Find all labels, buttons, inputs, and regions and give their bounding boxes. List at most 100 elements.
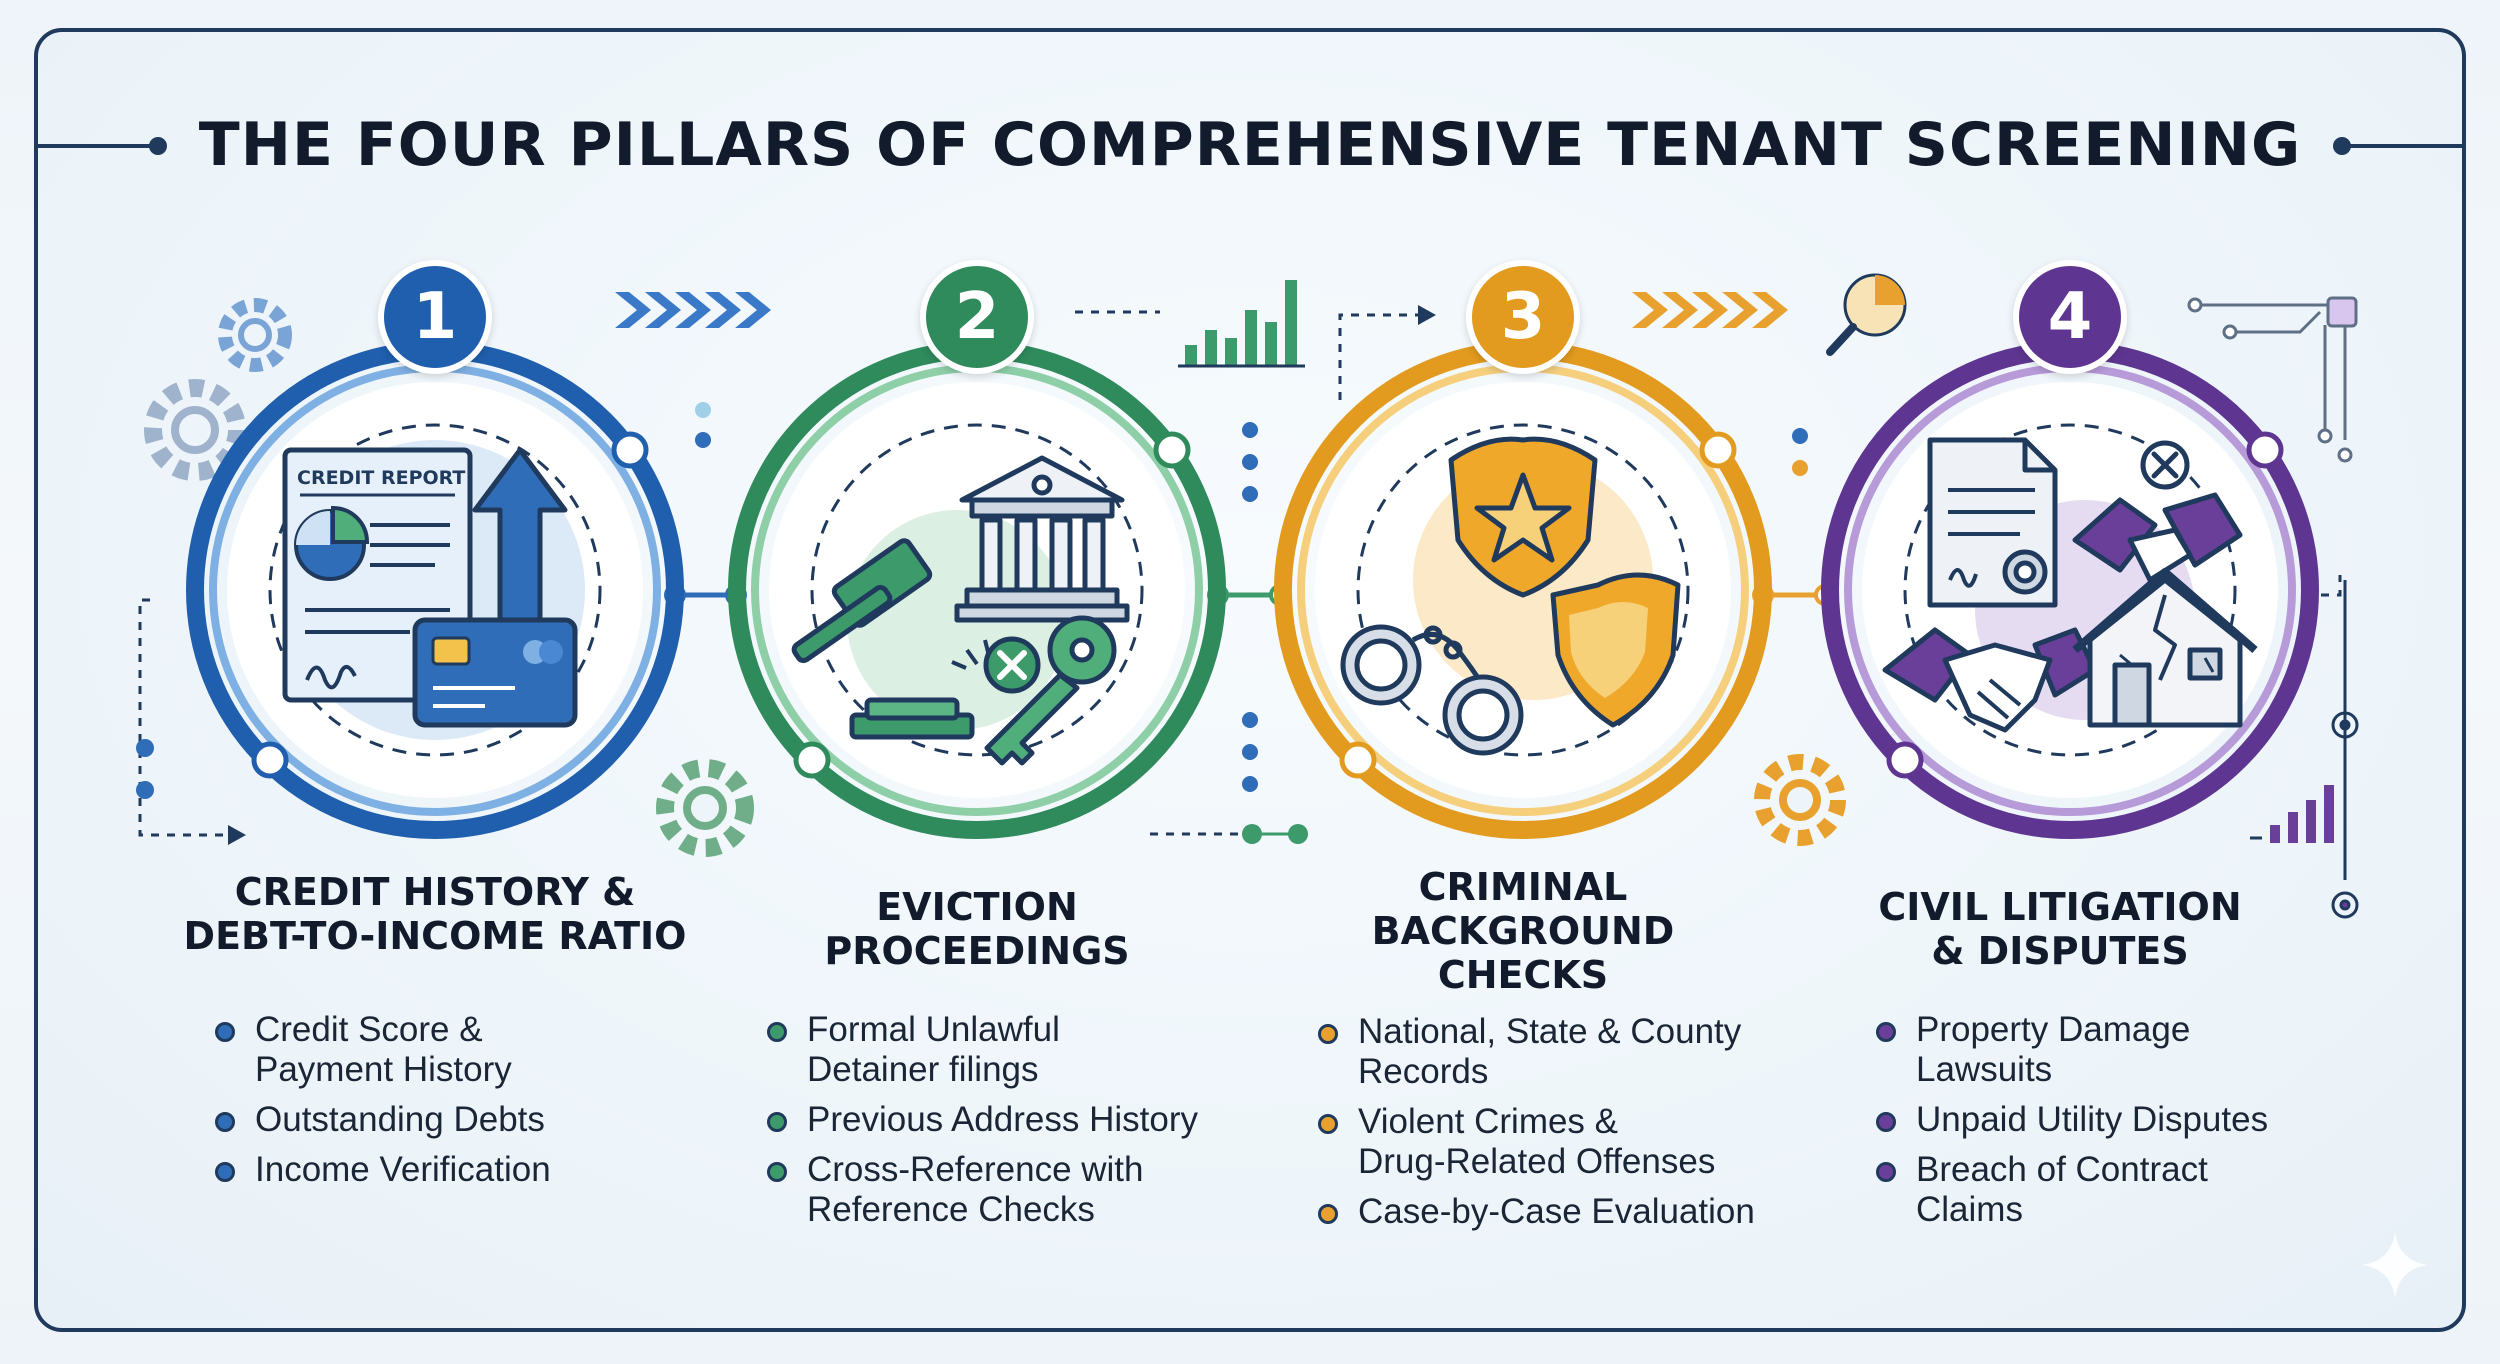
chart-bars-icon (2250, 785, 2334, 843)
list-item-line: Claims (1916, 1190, 2023, 1229)
gear-icon (1754, 754, 1846, 846)
bullet-dot (767, 1112, 787, 1132)
bullet-dot (767, 1162, 787, 1182)
bullet-dot (215, 1112, 235, 1132)
title-rule-dot-left (149, 137, 167, 155)
pillar-title-line: CHECKS (1437, 953, 1609, 997)
list-item-line: Outstanding Debts (255, 1100, 545, 1139)
bullet-dot (1876, 1022, 1896, 1042)
gavel-icon (791, 538, 991, 740)
contract-document-icon (1927, 437, 2058, 608)
bullet-dot (1876, 1112, 1896, 1132)
ring-4 (1820, 340, 2320, 840)
title-rule-left (34, 144, 154, 148)
gear-icon (656, 759, 754, 857)
pillar-title-line: EVICTION (876, 885, 1078, 929)
handshake-icon (1882, 627, 2098, 733)
ring-1: CREDIT REPORT (185, 340, 685, 840)
pillar-3: 3 CRIMINAL BACKGROUND CHECKS National, S… (1253, 260, 1793, 1300)
list-item: Case-by-Case Evaluation (1318, 1192, 1878, 1232)
magnifier-pie-icon (1826, 273, 1907, 356)
list-item-line: Records (1358, 1052, 1489, 1091)
list-item-line: Income Verification (255, 1150, 551, 1189)
pillar-title: EVICTION PROCEEDINGS (677, 885, 1277, 973)
list-item: Credit Score &Payment History (215, 1010, 775, 1090)
list-item-line: Violent Crimes & (1358, 1102, 1619, 1141)
pie-chart-icon (294, 505, 370, 581)
list-item-line: Unpaid Utility Disputes (1916, 1100, 2269, 1139)
list-item: Unpaid Utility Disputes (1876, 1100, 2296, 1140)
gear-icon (144, 379, 246, 481)
list-item: Outstanding Debts (215, 1100, 775, 1140)
list-item-line: Payment History (255, 1050, 512, 1089)
ring-2 (727, 340, 1227, 840)
pillar-number-badge: 4 (2013, 260, 2127, 374)
pillar-title-line: CREDIT HISTORY & (234, 870, 636, 914)
credit-report-label: CREDIT REPORT (297, 467, 465, 489)
list-item: Violent Crimes &Drug-Related Offenses (1318, 1102, 1878, 1182)
bullet-dot (767, 1022, 787, 1042)
title-rule-right (2346, 144, 2466, 148)
list-item-line: Cross-Reference with (807, 1150, 1144, 1189)
bullet-dot (1318, 1204, 1338, 1224)
title-row: THE FOUR PILLARS OF COMPREHENSIVE TENANT… (34, 100, 2466, 190)
ring-3 (1273, 340, 1773, 840)
pillar-title: CIVIL LITIGATION & DISPUTES (1760, 885, 2360, 973)
pillar-title-line: CRIMINAL (1418, 865, 1628, 909)
list-item: Income Verification (215, 1150, 775, 1190)
list-item-line: Case-by-Case Evaluation (1358, 1192, 1755, 1231)
pillar-number-badge: 1 (378, 260, 492, 374)
list-item: Previous Address History (767, 1100, 1327, 1140)
list-item-line: Detainer filings (807, 1050, 1039, 1089)
broken-handshake-icon (2072, 440, 2243, 583)
circuit-lines-icon (2187, 296, 2358, 463)
chevrons-icon (1632, 292, 1788, 328)
bullet-dot (1318, 1114, 1338, 1134)
bullet-dot (215, 1162, 235, 1182)
page-title: THE FOUR PILLARS OF COMPREHENSIVE TENANT… (198, 110, 2302, 180)
up-arrow-icon (472, 447, 568, 623)
bullet-dot (215, 1022, 235, 1042)
list-item-line: Property Damage (1916, 1010, 2191, 1049)
pillar-4: 4 CIVIL LITIGATION & DISPUTES Property D… (1800, 260, 2340, 1300)
key-icon (984, 615, 1117, 766)
pillar-title: CREDIT HISTORY & DEBT-TO-INCOME RATIO (135, 870, 735, 958)
pillar-number-badge: 3 (1466, 260, 1580, 374)
pillar-title-line: CIVIL LITIGATION (1878, 885, 2242, 929)
list-item-line: Drug-Related Offenses (1358, 1142, 1716, 1181)
gear-icon (218, 298, 292, 372)
pillar-title: CRIMINAL BACKGROUND CHECKS (1223, 865, 1823, 997)
bar-chart-icon (1178, 280, 1305, 368)
courthouse-icon (954, 455, 1130, 623)
pillar-1: CREDIT REPORT (165, 260, 705, 1300)
list-item-line: Formal Unlawful (807, 1010, 1060, 1049)
bullet-dot (1876, 1162, 1896, 1182)
chevrons-icon (615, 292, 771, 328)
damaged-house-icon (2072, 568, 2258, 728)
pillar-number-badge: 2 (920, 260, 1034, 374)
sparkle-icon (2362, 1232, 2428, 1298)
police-badge-icon (1448, 436, 1598, 598)
credit-card-icon (412, 617, 578, 728)
handcuffs-icon (1340, 624, 1524, 756)
list-item-line: Lawsuits (1916, 1050, 2053, 1089)
list-item-line: Previous Address History (807, 1100, 1198, 1139)
pillar-title-line: & DISPUTES (1931, 929, 2189, 973)
shield-icon (1550, 572, 1681, 728)
bullet-dot (1318, 1024, 1338, 1044)
pillar-title-line: BACKGROUND (1371, 909, 1675, 953)
list-item-line: National, State & County (1358, 1012, 1742, 1051)
pillar-title-line: DEBT-TO-INCOME RATIO (183, 914, 687, 958)
bullet-list: Credit Score &Payment History Outstandin… (215, 1010, 775, 1200)
title-rule-dot-right (2333, 137, 2351, 155)
list-item-line: Credit Score & (255, 1010, 483, 1049)
cancel-icon (983, 636, 1041, 694)
